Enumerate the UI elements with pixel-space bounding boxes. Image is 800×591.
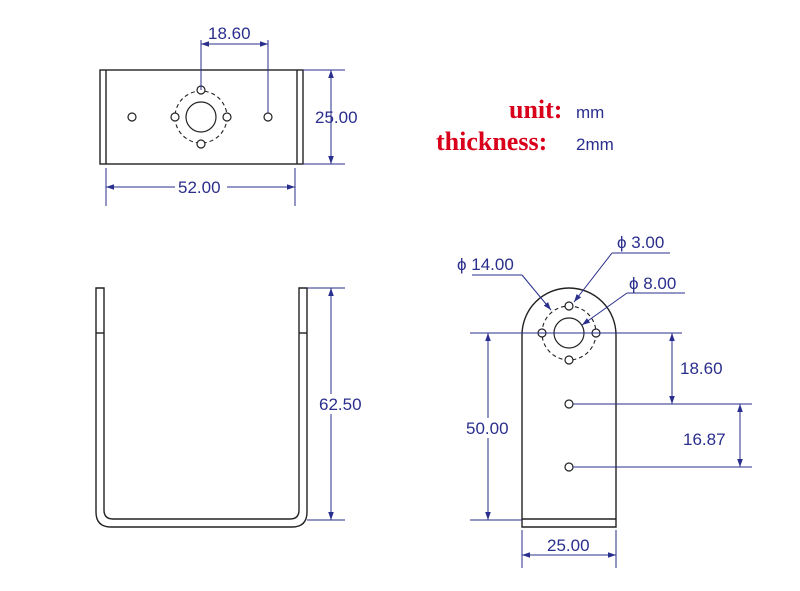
side-view-plate	[521, 287, 617, 528]
front-view-u-outer	[95, 287, 308, 528]
side-view-outer-dia-label: ϕ 14.00	[457, 255, 514, 274]
side-view-lower-hole	[564, 462, 574, 472]
front-view: 62.50	[95, 287, 368, 528]
top-view-hole-spacing-label: 18.60	[208, 24, 251, 43]
side-view-middle-hole	[564, 399, 574, 409]
top-view-right-hole	[263, 112, 273, 122]
unit-label: unit:	[509, 95, 562, 124]
side-view-center-to-hole-label: 18.60	[680, 359, 723, 378]
side-view-width-label: 25.00	[547, 536, 590, 555]
thickness-value: 2mm	[576, 135, 614, 154]
top-view-left-hole	[127, 112, 137, 122]
thickness-label: thickness:	[436, 127, 547, 156]
side-view-small-hole-dia-label: ϕ 3.00	[617, 233, 664, 252]
top-view-bolt-hole-left	[170, 112, 180, 122]
notes: unit: mm thickness: 2mm	[436, 95, 614, 156]
side-view-hole-spacing-label: 16.87	[683, 430, 726, 449]
top-view-bolt-hole-bottom	[196, 139, 206, 149]
top-view-width-label: 52.00	[178, 178, 221, 197]
top-view-height-label: 25.00	[315, 108, 358, 127]
top-view-bolt-hole-right	[222, 112, 232, 122]
top-view-center-hole	[185, 101, 217, 133]
side-view: ϕ 14.00 ϕ 3.00 ϕ 8.00 18.60 16.87 50.00 …	[457, 233, 752, 568]
unit-value: mm	[576, 103, 604, 122]
top-view: 18.60 25.00 52.00	[99, 24, 358, 206]
side-view-bolt-hole-top	[564, 301, 574, 311]
side-view-bolt-hole-bottom	[564, 355, 574, 365]
front-view-height-label: 62.50	[319, 395, 362, 414]
side-view-total-height-label: 50.00	[466, 419, 509, 438]
side-view-center-hole-dia-label: ϕ 8.00	[629, 274, 676, 293]
